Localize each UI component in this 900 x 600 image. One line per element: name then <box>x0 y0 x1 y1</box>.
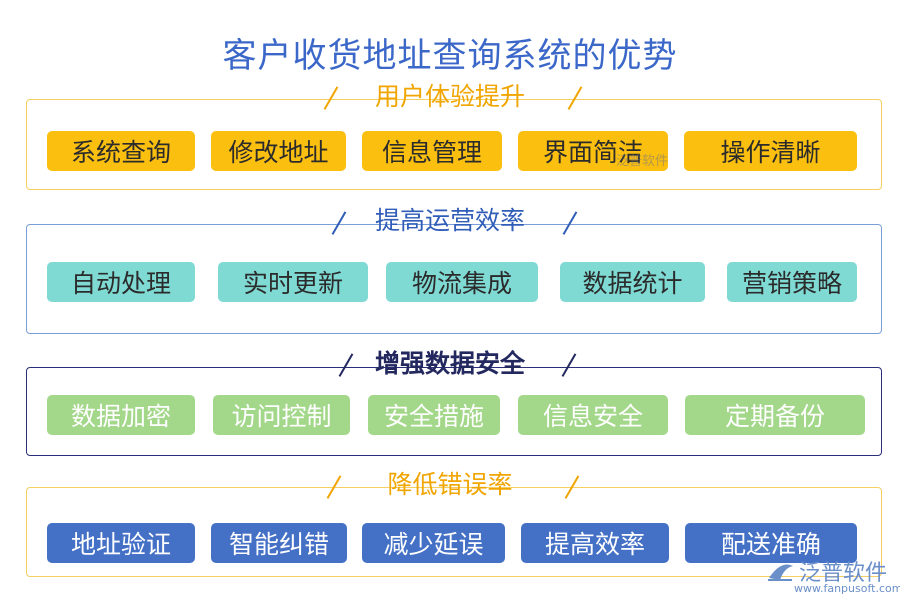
feature-item: 信息管理 <box>362 131 502 171</box>
feature-item: 提高效率 <box>521 523 669 563</box>
section-user-experience <box>26 99 882 190</box>
feature-item: 自动处理 <box>47 262 195 302</box>
feature-item: 信息安全 <box>518 395 668 435</box>
page-title: 客户收货地址查询系统的优势 <box>222 36 678 76</box>
logo-url: www.fanpusoft.com <box>794 582 900 595</box>
feature-item: 系统查询 <box>47 131 195 171</box>
feature-item: 界面简洁 <box>518 131 668 171</box>
feature-item: 定期备份 <box>685 395 865 435</box>
watermark-text: 泛普软件 <box>616 154 669 169</box>
section-title: 用户体验提升 <box>374 82 525 111</box>
feature-item: 减少延误 <box>362 523 505 563</box>
feature-item: 修改地址 <box>211 131 346 171</box>
feature-item: 智能纠错 <box>211 523 347 563</box>
section-data-security <box>26 367 882 456</box>
feature-item: 实时更新 <box>218 262 368 302</box>
feature-item: 访问控制 <box>213 395 350 435</box>
feature-item: 物流集成 <box>386 262 538 302</box>
section-reduce-errors <box>26 487 882 577</box>
section-operational-efficiency <box>26 224 882 334</box>
feature-item: 数据加密 <box>47 395 195 435</box>
feature-item: 营销策略 <box>727 262 857 302</box>
feature-item: 数据统计 <box>560 262 705 302</box>
feature-item: 地址验证 <box>47 523 195 563</box>
section-title: 增强数据安全 <box>374 349 525 378</box>
logo-name: 泛普软件 <box>799 561 888 586</box>
logo-icon <box>768 564 793 581</box>
feature-item: 安全措施 <box>368 395 500 435</box>
feature-item: 操作清晰 <box>684 131 857 171</box>
feature-item: 配送准确 <box>685 523 857 563</box>
brand-logo: 泛普软件 <box>766 555 887 587</box>
section-title: 提高运营效率 <box>374 206 525 235</box>
section-title: 降低错误率 <box>387 470 513 499</box>
